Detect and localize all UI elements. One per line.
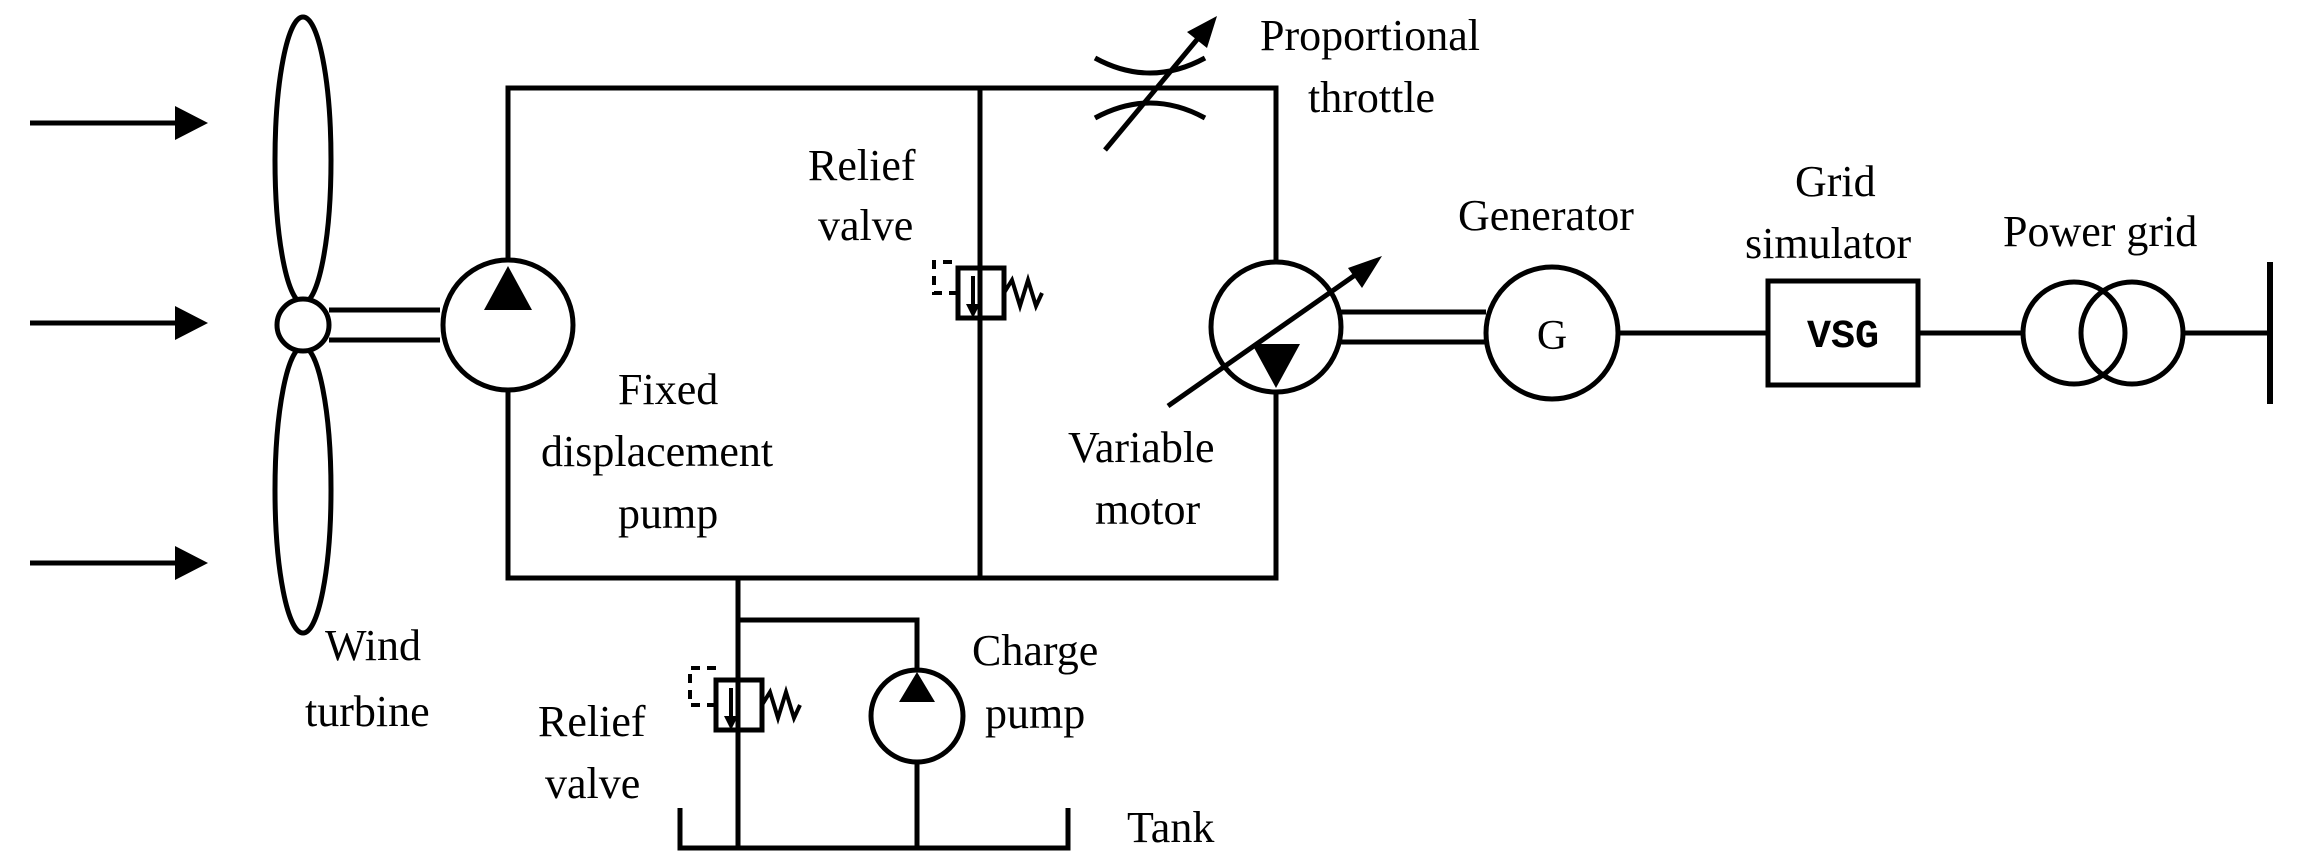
fixed-displacement-pump-symbol [440, 257, 576, 393]
grid-simulator-label-line1: Grid [1795, 157, 1876, 206]
variable-motor-label-line2: motor [1095, 485, 1200, 534]
relief-valve-bottom-label-line2: valve [545, 759, 640, 808]
proportional-throttle-label-line2: throttle [1308, 73, 1435, 122]
charge-pump-symbol [868, 667, 966, 765]
wind-turbine-label-line2: turbine [305, 687, 430, 736]
vsg-box: VSG [1765, 278, 1921, 388]
wind-turbine-label-line1: Wind [325, 621, 421, 670]
variable-motor-symbol [1166, 256, 1382, 409]
power-grid-label: Power grid [2003, 207, 2197, 256]
fixed-pump-label-line3: pump [618, 489, 718, 538]
fixed-pump-label-line2: displacement [541, 427, 773, 476]
transformer-symbol [2020, 279, 2186, 387]
grid-simulator-label-line2: simulator [1745, 219, 1912, 268]
fixed-pump-label-line1: Fixed [618, 365, 718, 414]
wind-turbine-rotor [272, 14, 334, 636]
variable-motor-label-line1: Variable [1068, 423, 1215, 472]
proportional-throttle-symbol [1093, 16, 1217, 152]
relief-valve-top-label-line2: valve [818, 201, 913, 250]
wind-arrows [30, 106, 208, 580]
generator-symbol: G [1483, 264, 1621, 402]
tank-label: Tank [1127, 803, 1214, 852]
hydraulic-circuit [505, 85, 1279, 851]
turbine-shaft [329, 307, 440, 343]
charge-pump-label-line1: Charge [972, 626, 1098, 675]
motor-generator-shaft [1341, 309, 1486, 345]
generator-label: Generator [1458, 191, 1634, 240]
vsg-label: VSG [1807, 315, 1879, 360]
generator-symbol-label: G [1537, 313, 1567, 359]
relief-valve-top-label-line1: Relief [808, 141, 916, 190]
relief-valve-bottom-label-line1: Relief [538, 697, 646, 746]
relief-valve-top-symbol [932, 260, 1044, 321]
relief-valve-bottom-symbol [688, 666, 802, 733]
charge-pump-label-line2: pump [985, 689, 1085, 738]
proportional-throttle-label-line1: Proportional [1260, 11, 1480, 60]
